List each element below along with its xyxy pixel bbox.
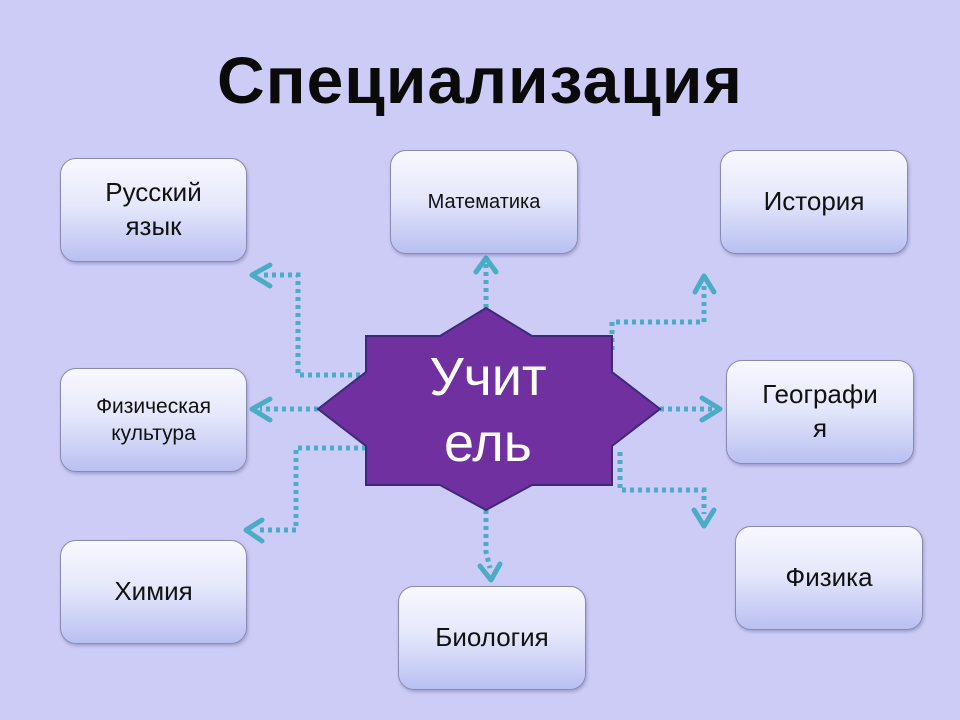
node-physics: Физика [735,526,923,630]
arrowhead-math [473,255,499,275]
connector-bio [483,510,493,569]
node-history: История [720,150,908,254]
connector-history [609,284,707,350]
node-chem-label: Химия [114,576,193,607]
node-russian-line1: Русский [105,177,202,208]
arrowhead-russian [249,262,273,289]
node-geo-line1: Географи [762,379,878,410]
connector-phys [617,452,707,514]
arrowhead-phys [691,507,717,529]
arrowhead-geo [699,395,723,423]
node-mathematics: Математика [390,150,578,254]
page-title: Специализация [217,43,743,117]
center-label-line2: ель [444,413,532,473]
node-russian-line2: язык [125,211,182,241]
node-math-label: Математика [427,191,541,213]
node-russian-language: Русский язык [60,158,247,262]
connector-chem [258,445,366,533]
arrowhead-pe [249,396,273,423]
arrowhead-chem [243,517,265,544]
center-star-shape [316,306,662,512]
node-phys-label: Физика [785,562,873,593]
node-physical-education: Физическая культура [60,368,247,472]
node-chemistry: Химия [60,540,247,644]
node-bio-label: Биология [435,622,549,653]
center-label-line1: Учит [429,347,547,408]
node-geo-line2: я [812,413,828,443]
node-pe-line2: культура [111,422,196,445]
node-history-label: История [763,186,865,217]
node-geography: Географи я [726,360,914,464]
connector-russian [260,272,360,378]
arrowhead-bio [477,561,503,583]
arrowhead-history [692,273,717,295]
node-biology: Биология [398,586,586,690]
node-pe-line1: Физическая [96,394,211,418]
center-teacher-label: Учит ель [366,336,610,486]
